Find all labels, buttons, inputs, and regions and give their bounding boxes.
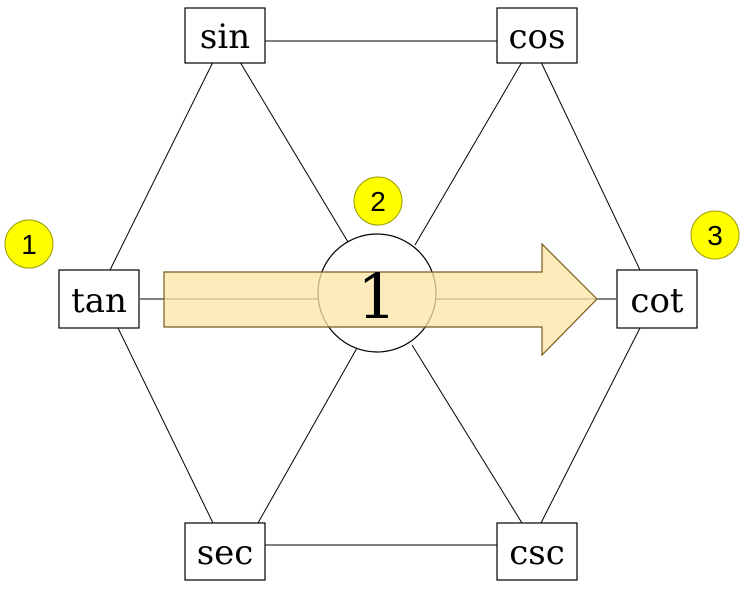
edge-cot-csc	[540, 327, 641, 524]
edge-cos-cot	[540, 61, 641, 271]
node-cot: cot	[616, 269, 698, 329]
edge-sec-center	[257, 347, 358, 524]
badge-3: 3	[690, 210, 740, 260]
node-label-sin: sin	[200, 17, 250, 57]
edge-csc-center	[411, 344, 523, 524]
node-csc: csc	[496, 522, 578, 581]
badge-label-3: 3	[707, 220, 723, 251]
node-label-cos: cos	[509, 17, 566, 57]
node-sin: sin	[184, 7, 266, 64]
center-label: 1	[357, 260, 396, 333]
arrow-tan-to-cot	[163, 242, 598, 357]
node-label-sec: sec	[197, 533, 254, 573]
edge-sin-center	[239, 61, 349, 243]
badge-1: 1	[4, 219, 54, 269]
edge-cos-center	[414, 61, 523, 246]
badge-label-1: 1	[21, 229, 37, 260]
node-cos: cos	[496, 7, 578, 64]
edge-sin-tan	[109, 61, 214, 271]
node-sec: sec	[184, 522, 266, 581]
badge-label-2: 2	[370, 186, 386, 217]
node-label-tan: tan	[71, 281, 127, 321]
node-tan: tan	[58, 269, 140, 329]
node-label-csc: csc	[509, 533, 565, 573]
node-label-cot: cot	[630, 281, 684, 321]
badge-2: 2	[353, 176, 403, 226]
edge-tan-sec	[117, 327, 214, 524]
